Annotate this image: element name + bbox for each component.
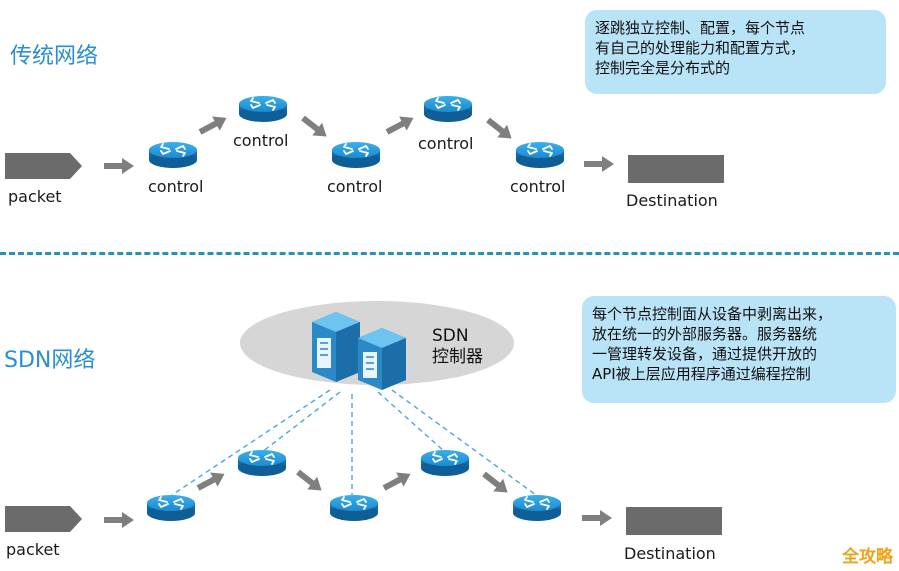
- sdn-note-line: API被上层应用程序通过编程控制: [592, 365, 811, 383]
- traditional-note-line: 控制完全是分布式的: [595, 59, 731, 77]
- arrow-r5-to-dest: [584, 156, 614, 172]
- arrow-sdn-r1-to-r2: [194, 466, 229, 496]
- control-label-r3: control: [327, 177, 383, 196]
- sdn-destination-label: Destination: [624, 544, 716, 563]
- packet-bar-bottom: [5, 506, 82, 532]
- arrow-r3-to-r4: [383, 110, 418, 140]
- packet-label: packet: [8, 187, 62, 206]
- section-divider: [0, 252, 899, 255]
- server-icon: [312, 312, 360, 382]
- router-1-icon: [148, 141, 198, 169]
- router-5-icon: [515, 141, 565, 169]
- control-label-r4: control: [418, 134, 474, 153]
- control-label-r1: control: [148, 177, 204, 196]
- traditional-network: [5, 95, 724, 183]
- control-label-r2: control: [233, 131, 289, 150]
- sdn-note-line: 一管理转发设备，通过提供开放的: [592, 345, 818, 363]
- control-label-r5: control: [510, 177, 566, 196]
- sdn-router-1-icon: [146, 494, 196, 522]
- router-2-icon: [238, 95, 288, 123]
- sdn-router-2-icon: [237, 449, 287, 477]
- sdn-packet-label: packet: [6, 540, 60, 559]
- sdn-note: 每个节点控制面从设备中剥离出来， 放在统一的外部服务器。服务器统 一管理转发设备…: [582, 296, 896, 403]
- arrow-sdn-r3-to-r4: [380, 466, 415, 496]
- arrow-sdn-r5-to-dest: [582, 510, 612, 526]
- arrow-packet-to-sdn-r1: [104, 512, 134, 528]
- watermark-logo: 全攻略: [842, 547, 893, 567]
- arrow-r4-to-r5: [483, 113, 517, 145]
- destination-label: Destination: [626, 191, 718, 210]
- sdn-network: [5, 301, 722, 535]
- destination-bar-top: [628, 155, 724, 183]
- destination-bar-bottom: [626, 507, 722, 535]
- arrow-sdn-r4-to-r5: [479, 467, 513, 499]
- router-3-icon: [331, 141, 381, 169]
- sdn-controller-line: 控制器: [432, 347, 483, 367]
- packet-bar-top: [5, 153, 82, 179]
- server-icon: [358, 328, 406, 390]
- arrow-r2-to-r3: [298, 111, 332, 143]
- arrow-r1-to-r2: [196, 110, 231, 140]
- sdn-controller-label: SDN 控制器: [432, 326, 483, 368]
- traditional-note-line: 逐跳独立控制、配置，每个节点: [595, 19, 806, 37]
- traditional-note: 逐跳独立控制、配置，每个节点 有自己的处理能力和配置方式， 控制完全是分布式的: [585, 10, 886, 94]
- sdn-controller-line: SDN: [432, 326, 469, 346]
- traditional-note-line: 有自己的处理能力和配置方式，: [595, 39, 806, 57]
- sdn-note-line: 放在统一的外部服务器。服务器统: [592, 325, 818, 343]
- sdn-router-3-icon: [329, 494, 379, 522]
- traditional-network-title: 传统网络: [10, 44, 99, 69]
- sdn-router-4-icon: [420, 449, 470, 477]
- sdn-note-line: 每个节点控制面从设备中剥离出来，: [592, 305, 833, 323]
- router-4-icon: [423, 95, 473, 123]
- control-links: [171, 389, 537, 496]
- arrow-sdn-r2-to-r3: [293, 465, 327, 497]
- arrow-packet-to-r1: [104, 158, 134, 174]
- sdn-router-5-icon: [512, 494, 562, 522]
- sdn-network-title: SDN网络: [4, 348, 96, 373]
